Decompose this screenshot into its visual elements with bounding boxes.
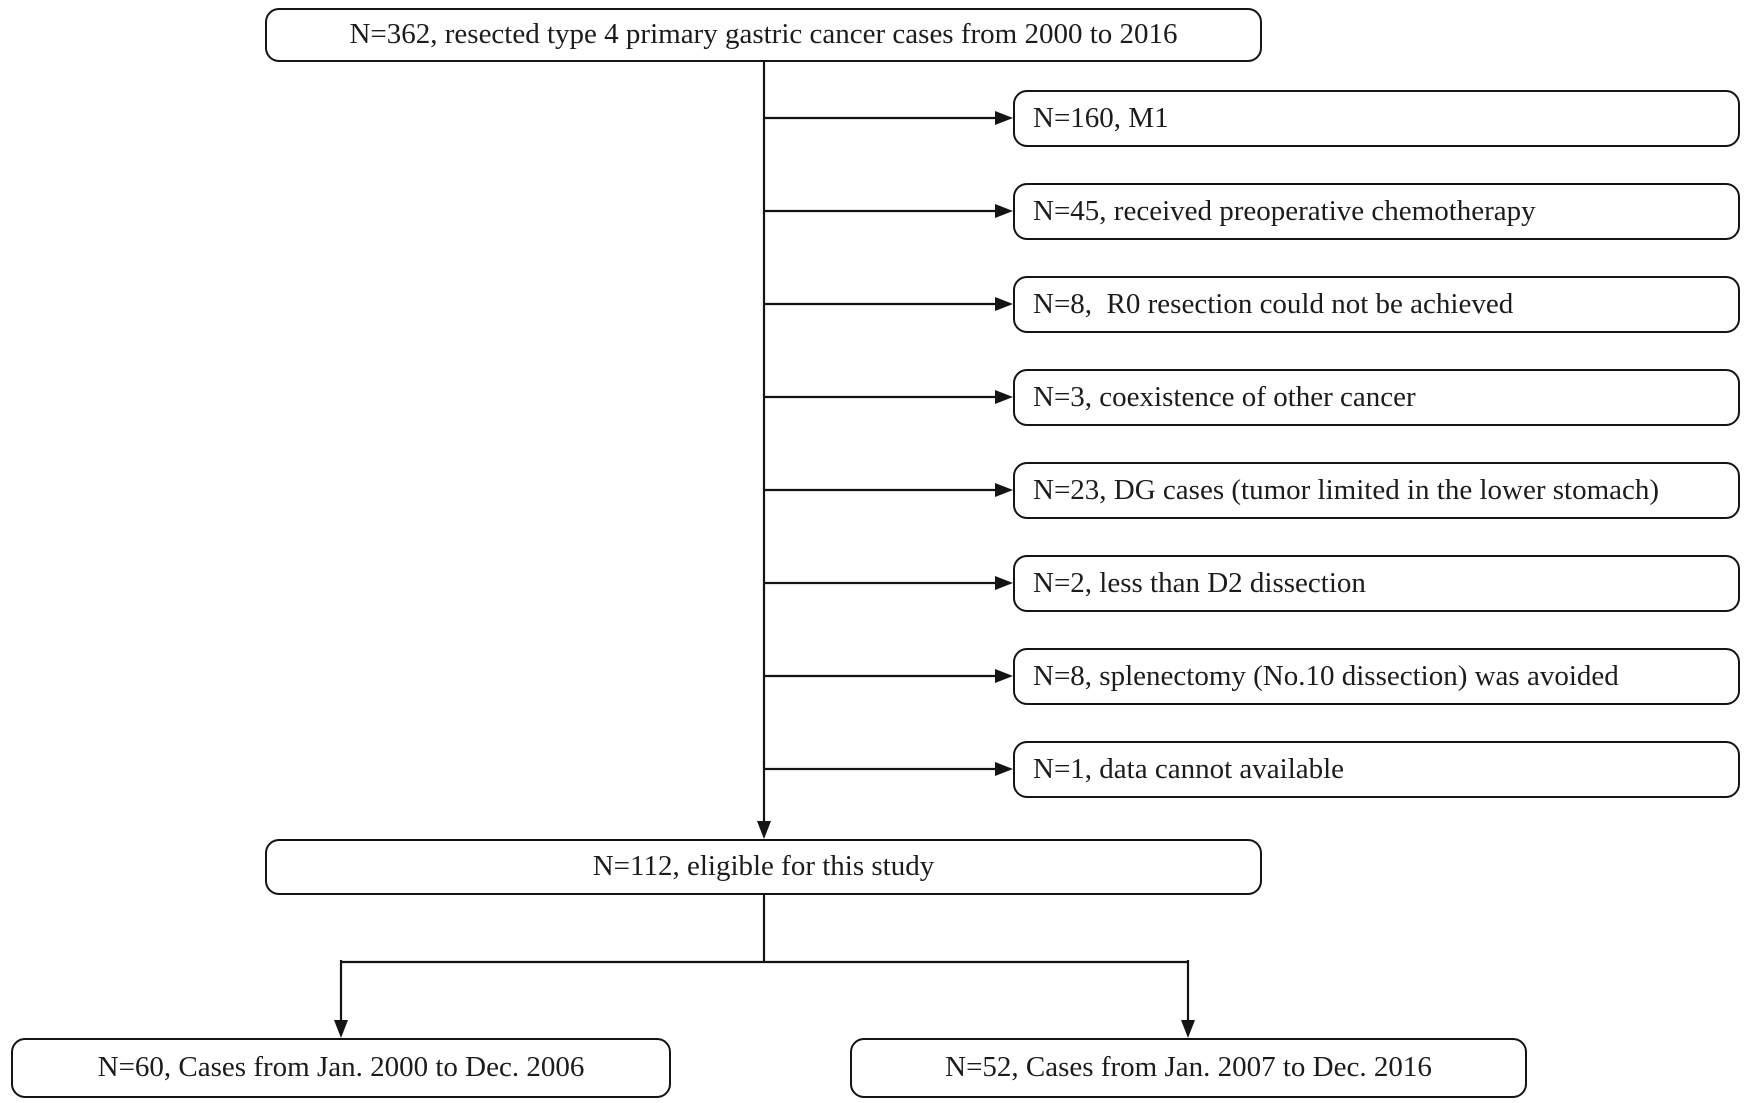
flow-box-exclusion-no-r0: N=8, R0 resection could not be achieved [1013,276,1740,333]
flow-box-eligible-label: N=112, eligible for this study [592,850,935,883]
arrowhead-exclusion-3 [995,297,1013,311]
flow-box-group-2000-2006: N=60, Cases from Jan. 2000 to Dec. 2006 [11,1038,671,1098]
flow-box-exclusion-label: N=23, DG cases (tumor limited in the low… [1033,473,1660,506]
arrowhead-exclusion-2 [995,204,1013,218]
flow-box-exclusion-less-d2: N=2, less than D2 dissection [1013,555,1740,612]
flow-box-exclusion-label: N=2, less than D2 dissection [1033,566,1366,599]
flow-box-exclusion-label: N=45, received preoperative chemotherapy [1033,194,1536,227]
arrowhead-exclusion-8 [995,762,1013,776]
flow-box-exclusion-data-unavailable: N=1, data cannot available [1013,741,1740,798]
flow-box-exclusion-label: N=8, R0 resection could not be achieved [1033,287,1514,320]
flow-box-source-label: N=362, resected type 4 primary gastric c… [349,18,1178,51]
arrowhead-group-late [1181,1020,1195,1038]
flow-box-eligible: N=112, eligible for this study [265,839,1262,895]
flow-box-exclusion-other-cancer: N=3, coexistence of other cancer [1013,369,1740,426]
flow-box-exclusion-label: N=160, M1 [1033,101,1169,134]
arrowhead-exclusion-7 [995,669,1013,683]
arrowhead-eligible [757,821,771,839]
flow-box-exclusion-m1: N=160, M1 [1013,90,1740,147]
flow-box-group-early-label: N=60, Cases from Jan. 2000 to Dec. 2006 [97,1051,585,1084]
arrowhead-exclusion-5 [995,483,1013,497]
flow-box-exclusion-label: N=3, coexistence of other cancer [1033,380,1416,413]
flow-box-group-2007-2016: N=52, Cases from Jan. 2007 to Dec. 2016 [850,1038,1527,1098]
flow-box-exclusion-label: N=8, splenectomy (No.10 dissection) was … [1033,659,1619,692]
flow-box-exclusion-label: N=1, data cannot available [1033,752,1345,785]
arrowhead-exclusion-4 [995,390,1013,404]
arrowhead-exclusion-1 [995,111,1013,125]
flow-box-exclusion-splenectomy-avoided: N=8, splenectomy (No.10 dissection) was … [1013,648,1740,705]
flow-box-group-late-label: N=52, Cases from Jan. 2007 to Dec. 2016 [945,1051,1432,1084]
flow-box-source: N=362, resected type 4 primary gastric c… [265,8,1262,62]
arrowhead-group-early [334,1020,348,1038]
flow-box-exclusion-dg-cases: N=23, DG cases (tumor limited in the low… [1013,462,1740,519]
flow-box-exclusion-preop-chemo: N=45, received preoperative chemotherapy [1013,183,1740,240]
arrowhead-exclusion-6 [995,576,1013,590]
